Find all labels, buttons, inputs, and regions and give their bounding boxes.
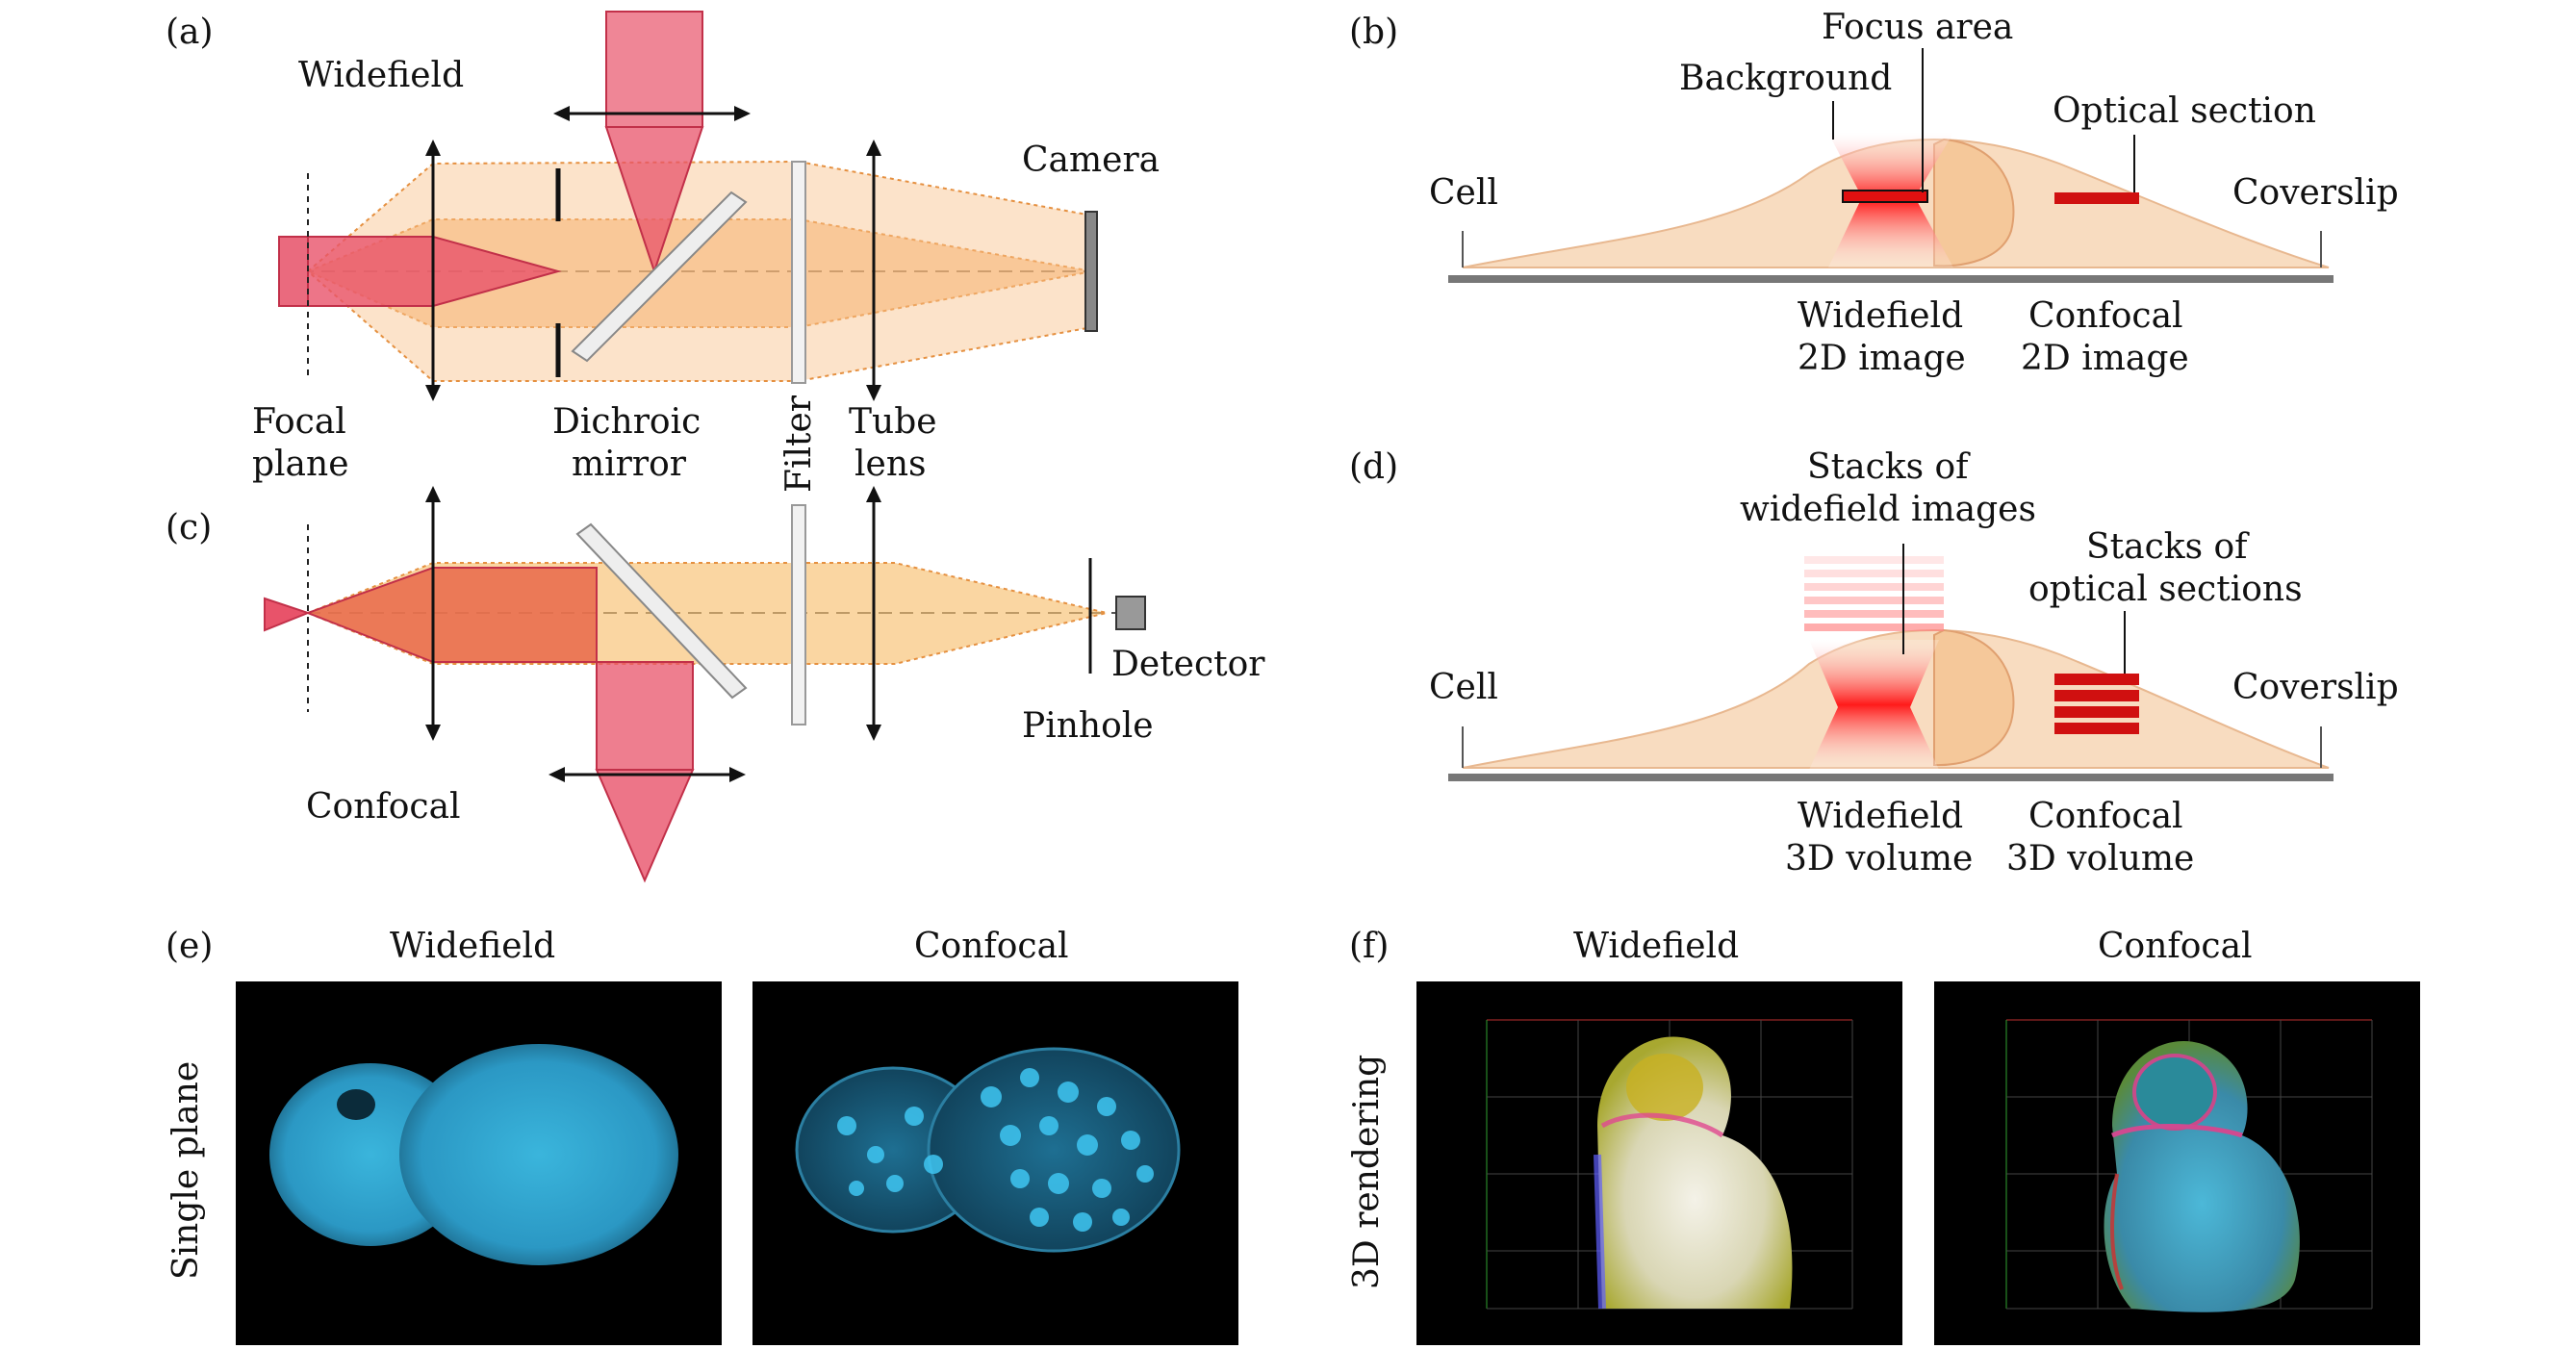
cell-label-d: Cell (1429, 668, 1498, 707)
stacks-wf-2: widefield images (1740, 490, 2036, 529)
arrow-down-icon (425, 725, 441, 741)
panel-d-label: (d) (1349, 447, 1398, 487)
widefield-3d-render (1594, 1036, 1793, 1310)
widefield-embryo (269, 1044, 678, 1265)
panel-e-label: (e) (166, 927, 213, 966)
optical-section-stack (2054, 674, 2139, 734)
excitation-cone (604, 126, 704, 275)
filter-c (791, 504, 806, 725)
panel-a-title: Widefield (298, 56, 464, 95)
coverslip-label-b: Coverslip (2232, 173, 2399, 213)
focus-area-label: Focus area (1822, 8, 2013, 47)
pinhole-label: Pinhole (1022, 706, 1154, 746)
widefield-2d-1: Widefield (1798, 296, 1963, 336)
dichroic-mirror-c (575, 522, 748, 700)
panel-a: (a) Widefield C (166, 11, 1160, 493)
optical-section-label: Optical section (2053, 91, 2316, 131)
arrow-up-icon (866, 486, 881, 502)
arrow-left-icon (548, 767, 565, 782)
excitation-beam-c (305, 567, 598, 663)
focal-triangle (264, 597, 311, 632)
filter-label: Filter (779, 395, 819, 493)
widefield-2d-2: 2D image (1798, 339, 1966, 378)
dichroic-label-2: mirror (572, 445, 687, 484)
tube-label-2: lens (854, 445, 926, 484)
filter (791, 161, 806, 384)
panel-c: (c) Detector Pinhole Confocal (166, 486, 1265, 883)
arrow-up-icon (866, 140, 881, 156)
confocal-3d-1: Confocal (2028, 797, 2183, 836)
confocal-3d-2: 3D volume (2006, 839, 2194, 878)
arrow-up-icon (425, 140, 441, 156)
detector-label: Detector (1111, 645, 1265, 684)
arrow-down-icon (866, 725, 881, 741)
stacks-os-1: Stacks of (2086, 527, 2250, 567)
panel-f-label: (f) (1349, 927, 1389, 966)
panel-c-label: (c) (166, 508, 212, 547)
dichroic-mirror (571, 191, 748, 363)
panel-c-title: Confocal (306, 787, 461, 827)
panel-f-right-title: Confocal (2098, 927, 2253, 966)
stacks-wf-1: Stacks of (1807, 447, 1971, 487)
panel-b: (b) Focus area Background Optical sectio… (1349, 8, 2399, 378)
panel-f-row-label: 3D rendering (1347, 1055, 1387, 1289)
coverslip-label-d: Coverslip (2232, 668, 2399, 707)
panel-e: (e) Widefield Confocal Single plane (166, 927, 1238, 1345)
panel-e-row-label: Single plane (166, 1061, 206, 1280)
arrow-down-icon (425, 385, 441, 401)
tube-label-1: Tube (849, 402, 937, 442)
arrow-right-icon (734, 106, 751, 121)
excitation-beam-vertical-c (596, 661, 694, 771)
panel-e-right-title: Confocal (914, 927, 1069, 966)
arrow-up-icon (425, 486, 441, 502)
widefield-stack (1804, 556, 1944, 770)
focal-label-2: plane (252, 445, 349, 484)
panel-e-left-title: Widefield (390, 927, 555, 966)
arrow-right-icon (729, 767, 746, 782)
panel-f: (f) Widefield Confocal 3D rendering (1347, 927, 2420, 1345)
widefield-3d-2: 3D volume (1785, 839, 1973, 878)
cell-label-b: Cell (1429, 173, 1498, 213)
panel-b-label: (b) (1349, 13, 1398, 52)
confocal-2d-2: 2D image (2021, 339, 2189, 378)
nucleus-d (1933, 628, 2015, 767)
panel-f-left-title: Widefield (1573, 927, 1739, 966)
stacks-os-2: optical sections (2028, 570, 2303, 609)
confocal-2d-1: Confocal (2028, 296, 2183, 336)
dichroic-label-1: Dichroic (552, 402, 701, 442)
focus-area-box (1842, 190, 1928, 203)
background-label: Background (1679, 59, 1892, 98)
optical-section-bar (2054, 192, 2139, 204)
panel-a-label: (a) (166, 13, 214, 52)
camera-label: Camera (1022, 140, 1160, 180)
arrow-down-icon (866, 385, 881, 401)
panel-d: (d) Stacks of widefield images Stacks of… (1349, 447, 2399, 878)
widefield-3d-1: Widefield (1798, 797, 1963, 836)
focal-block (278, 236, 309, 307)
detector (1115, 596, 1146, 630)
excitation-beam-vertical (605, 11, 703, 128)
arrow-left-icon (553, 106, 570, 121)
confocal-embryo (795, 1047, 1181, 1253)
focal-label-1: Focal (252, 402, 346, 442)
camera-sensor (1084, 211, 1098, 332)
excitation-cone-c (595, 769, 695, 883)
confocal-3d-render (2104, 1040, 2300, 1312)
emission-beam-outer (306, 160, 1093, 382)
